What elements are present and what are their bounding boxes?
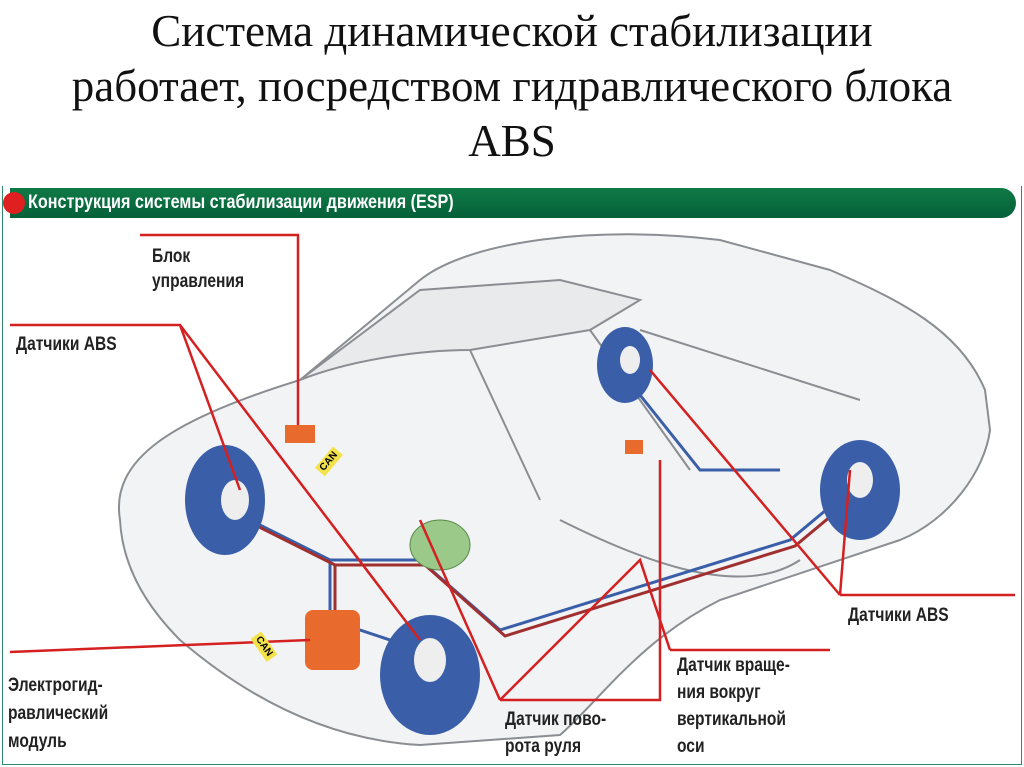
label-line: рота руля (505, 736, 582, 757)
label-line: равлический (8, 703, 109, 724)
label-line: модуль (8, 731, 67, 752)
diagram-frame (2, 186, 1022, 765)
leader-lines (9, 233, 1015, 702)
label-yaw-sensor: Датчик враще- ния вокруг вертикальной ос… (677, 652, 790, 760)
label-line: управления (152, 271, 245, 292)
brake-discs (185, 327, 900, 735)
label-abs-sensors-right: Датчики ABS (848, 605, 949, 626)
label-line: Блок (152, 246, 191, 267)
yaw-sensor-icon (625, 440, 643, 454)
label-steering-sensor: Датчик пово- рота руля (505, 706, 606, 760)
label-line: вертикальной (677, 709, 787, 730)
label-hydraulic-module: Электрогид- равлический модуль (8, 672, 108, 756)
label-line: оси (677, 736, 705, 757)
slide-title-line: Система динамической стабилизации (151, 6, 873, 56)
control-unit-icon (285, 425, 315, 443)
label-line: Электрогид- (8, 675, 103, 696)
label-abs-sensors-left: Датчики ABS (16, 334, 117, 355)
diagram-heading: Конструкция системы стабилизации движени… (28, 192, 454, 213)
label-line: Датчик пово- (505, 709, 607, 730)
diagram-banner (10, 188, 1016, 218)
label-line: ния вокруг (677, 682, 761, 703)
hydraulic-module-icon (305, 610, 360, 670)
label-control-unit: Блок управления (152, 244, 244, 294)
slide-title-line: работает, посредством гидравлического бл… (71, 61, 953, 111)
slide-title: Система динамической стабилизации работа… (0, 4, 1024, 169)
label-line: Датчик враще- (677, 655, 790, 676)
banner-red-dot (3, 192, 25, 214)
slide-title-line: ABS (468, 116, 556, 166)
